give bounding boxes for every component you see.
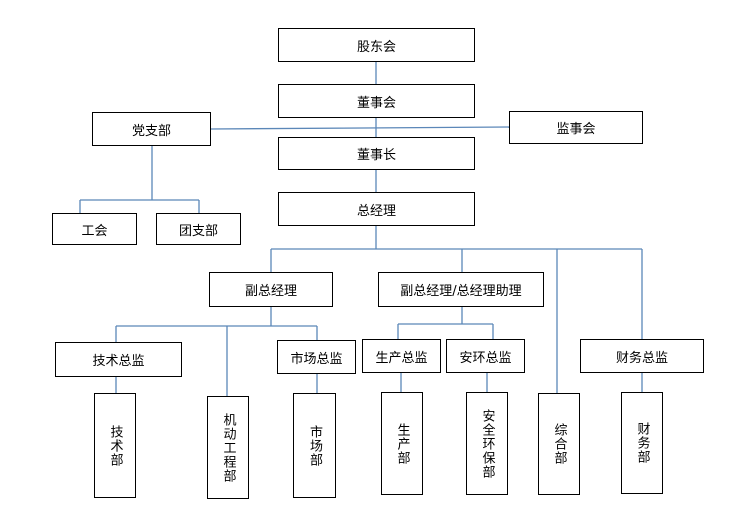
node-supervisory-board: 监事会: [509, 111, 643, 144]
node-mechanical-engineering-dept: 机动工程部: [207, 396, 249, 499]
node-finance-dept-label: 财务部: [634, 422, 650, 464]
node-finance-director: 财务总监: [580, 339, 704, 373]
node-safety-environment-dept: 安全环保部: [466, 392, 508, 495]
node-general-manager: 总经理: [278, 192, 475, 226]
connector-line: [210, 126, 510, 130]
node-youth-league-branch: 团支部: [156, 213, 241, 245]
node-technical-director: 技术总监: [55, 342, 182, 377]
node-safety-environment-dept-label: 安全环保部: [479, 408, 495, 479]
node-hse-director: 安环总监: [446, 339, 525, 373]
node-general-affairs-dept-label: 综合部: [551, 423, 567, 465]
node-marketing-dept-label: 市场部: [307, 424, 322, 467]
node-chairman: 董事长: [278, 137, 475, 170]
node-general-affairs-dept: 综合部: [538, 393, 580, 495]
node-production-dept-label: 生产部: [394, 422, 410, 465]
node-technical-dept: 技术部: [94, 393, 136, 498]
node-marketing-director: 市场总监: [277, 340, 356, 374]
node-deputy-general-manager: 副总经理: [209, 272, 333, 307]
node-marketing-dept: 市场部: [293, 393, 336, 498]
node-finance-dept: 财务部: [621, 392, 663, 494]
node-technical-dept-label: 技术部: [107, 424, 123, 467]
node-production-director: 生产总监: [362, 339, 441, 373]
node-deputy-gm-assistant: 副总经理/总经理助理: [378, 272, 544, 307]
node-mechanical-engineering-dept-label: 机动工程部: [220, 412, 236, 483]
node-party-branch: 党支部: [92, 112, 211, 146]
node-shareholders-meeting: 股东会: [278, 28, 475, 62]
node-production-dept: 生产部: [381, 392, 423, 495]
node-labor-union: 工会: [52, 213, 137, 245]
node-board-of-directors: 董事会: [278, 84, 475, 118]
